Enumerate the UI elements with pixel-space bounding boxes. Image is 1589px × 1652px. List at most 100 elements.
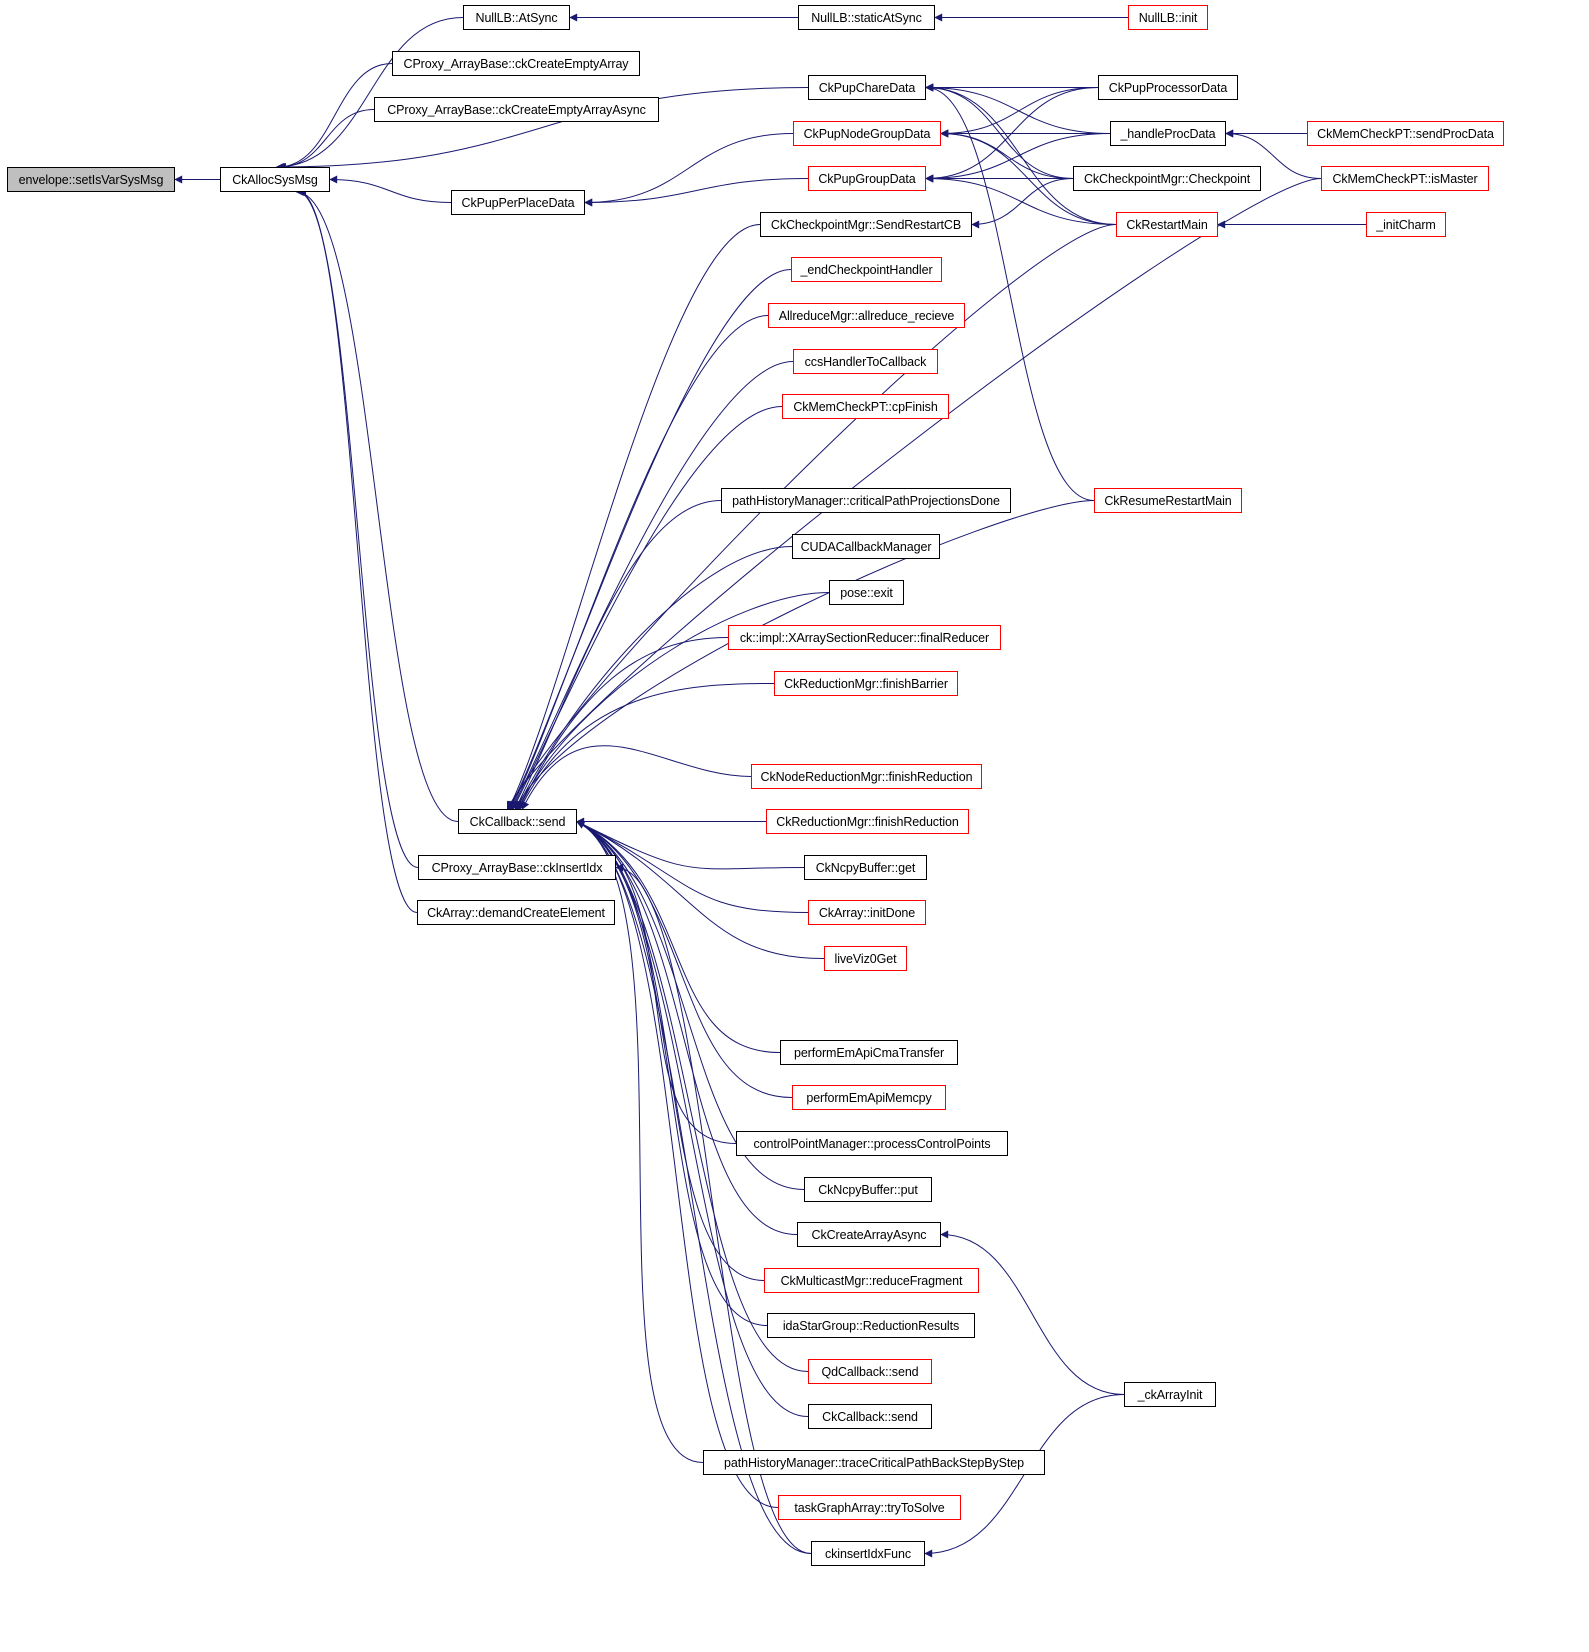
call-edge-pupnodegroup-to-pupperplace: [584, 133, 794, 207]
function-node-label: CProxy_ArrayBase::ckInsertIdx: [431, 860, 603, 875]
function-node-checkpoint[interactable]: CkCheckpointMgr::Checkpoint: [1073, 166, 1261, 191]
function-node-nodefinishred[interactable]: CkNodeReductionMgr::finishReduction: [751, 764, 982, 789]
function-node-finishbarrier[interactable]: CkReductionMgr::finishBarrier: [774, 671, 958, 696]
function-node-cproxy_empty[interactable]: CProxy_ArrayBase::ckCreateEmptyArray: [392, 51, 640, 76]
function-node-endcheckpoint[interactable]: _endCheckpointHandler: [791, 257, 942, 282]
function-node-tracecrit[interactable]: pathHistoryManager::traceCriticalPathBac…: [703, 1450, 1045, 1475]
function-node-poseexit[interactable]: pose::exit: [829, 580, 904, 605]
function-node-label: _endCheckpointHandler: [800, 262, 933, 277]
call-edge-poseexit-to-callbacksend: [517, 592, 830, 810]
function-node-pupnodegroup[interactable]: CkPupNodeGroupData: [793, 121, 941, 146]
function-node-trytosolve[interactable]: taskGraphArray::tryToSolve: [778, 1495, 961, 1520]
function-node-liveviz[interactable]: liveViz0Get: [824, 946, 907, 971]
function-node-ismaster[interactable]: CkMemCheckPT::isMaster: [1321, 166, 1489, 191]
call-edge-resumerestart-to-callbacksend: [514, 500, 1095, 810]
function-node-pupgroup[interactable]: CkPupGroupData: [808, 166, 926, 191]
function-node-label: CkArray::initDone: [818, 905, 916, 920]
call-edge-pupproc-to-pupnodegroup: [940, 87, 1099, 138]
function-node-insertidxfunc[interactable]: ckinsertIdxFunc: [811, 1541, 925, 1566]
function-node-allreduce[interactable]: AllreduceMgr::allreduce_recieve: [768, 303, 965, 328]
function-node-label: performEmApiCmaTransfer: [793, 1045, 945, 1060]
function-node-restartmain[interactable]: CkRestartMain: [1116, 212, 1218, 237]
call-edge-callbacksend2-to-callbacksend: [576, 821, 809, 1417]
function-node-nulllb_init[interactable]: NullLB::init: [1128, 5, 1208, 30]
call-edge-ismaster-to-callbacksend: [506, 178, 1322, 810]
call-edge-createasync-to-callbacksend: [576, 821, 798, 1235]
function-node-ncpyput[interactable]: CkNcpyBuffer::put: [804, 1177, 932, 1202]
function-node-arrayinit[interactable]: _ckArrayInit: [1124, 1382, 1216, 1407]
call-edge-cproxy_empty_async-to-ckalloc: [277, 109, 375, 171]
call-edge-handleproc-to-pupgroup: [925, 133, 1111, 183]
function-node-initcharm[interactable]: _initCharm: [1366, 212, 1446, 237]
call-edge-ncpyget-to-callbacksend: [576, 821, 805, 870]
call-edge-cproxy_empty-to-ckalloc: [276, 63, 393, 171]
call-edge-reducefragment-to-callbacksend: [576, 821, 765, 1281]
call-edge-endcheckpoint-to-callbacksend: [509, 269, 792, 810]
function-node-cproxy_empty_async[interactable]: CProxy_ArrayBase::ckCreateEmptyArrayAsyn…: [374, 97, 659, 122]
call-edge-insertidx-to-ckalloc: [296, 188, 419, 868]
function-node-idastar[interactable]: idaStarGroup::ReductionResults: [767, 1313, 975, 1338]
function-node-cmatransfer[interactable]: performEmApiCmaTransfer: [780, 1040, 958, 1065]
function-node-ckalloc[interactable]: CkAllocSysMsg: [220, 167, 330, 192]
function-node-pupproc[interactable]: CkPupProcessorData: [1098, 75, 1238, 100]
function-node-label: CkMulticastMgr::reduceFragment: [780, 1273, 963, 1288]
function-node-label: envelope::setIsVarSysMsg: [18, 172, 164, 187]
function-node-sendrestartcb[interactable]: CkCheckpointMgr::SendRestartCB: [760, 212, 972, 237]
function-node-label: controlPointManager::processControlPoint…: [753, 1136, 991, 1151]
function-node-cpfinish[interactable]: CkMemCheckPT::cpFinish: [782, 394, 949, 419]
function-node-critpath[interactable]: pathHistoryManager::criticalPathProjecti…: [721, 488, 1011, 513]
call-edge-memcpy-to-callbacksend: [576, 821, 793, 1098]
function-node-finishred[interactable]: CkReductionMgr::finishReduction: [766, 809, 969, 834]
call-edge-ncpyput-to-callbacksend: [576, 821, 805, 1190]
function-node-ncpyget[interactable]: CkNcpyBuffer::get: [804, 855, 927, 880]
function-node-initdone[interactable]: CkArray::initDone: [808, 900, 926, 925]
call-edge-pupperplace-to-ckalloc: [329, 175, 452, 203]
call-edge-resumerestart-to-pupchare: [925, 83, 1095, 501]
function-node-nulllb_static[interactable]: NullLB::staticAtSync: [798, 5, 935, 30]
function-node-label: CkResumeRestartMain: [1104, 493, 1232, 508]
function-node-label: CkPupNodeGroupData: [803, 126, 931, 141]
call-edge-initdone-to-callbacksend: [576, 821, 809, 913]
function-node-label: CkPupGroupData: [818, 171, 916, 186]
call-edge-finalreducer-to-callbacksend: [518, 637, 729, 810]
function-node-ccshandler[interactable]: ccsHandlerToCallback: [793, 349, 938, 374]
call-edge-cmatransfer-to-callbacksend: [576, 821, 781, 1053]
function-node-qdcallback[interactable]: QdCallback::send: [808, 1359, 932, 1384]
call-edge-checkpoint-to-sendrestartcb: [971, 178, 1074, 229]
function-node-memcpy[interactable]: performEmApiMemcpy: [792, 1085, 946, 1110]
call-edge-restartmain-to-pupchare: [925, 83, 1117, 225]
function-node-label: CkReductionMgr::finishReduction: [776, 814, 959, 829]
function-node-nulllb_atsync[interactable]: NullLB::AtSync: [463, 5, 570, 30]
function-node-label: CkNcpyBuffer::get: [815, 860, 916, 875]
function-node-resumerestart[interactable]: CkResumeRestartMain: [1094, 488, 1242, 513]
function-node-label: CkPupProcessorData: [1108, 80, 1228, 95]
function-node-handleproc[interactable]: _handleProcData: [1110, 121, 1226, 146]
function-node-label: ccsHandlerToCallback: [804, 354, 927, 369]
function-node-label: CkCallback::send: [469, 814, 566, 829]
function-node-pupperplace[interactable]: CkPupPerPlaceData: [451, 190, 585, 215]
function-node-label: CkArray::demandCreateElement: [427, 905, 605, 920]
call-edge-restartmain-to-callbacksend: [508, 224, 1117, 810]
call-edge-cpfinish-to-callbacksend: [512, 406, 783, 810]
call-edge-sendrestartcb-to-callbacksend: [508, 224, 761, 810]
function-node-callbacksend2[interactable]: CkCallback::send: [808, 1404, 932, 1429]
function-node-label: _ckArrayInit: [1137, 1387, 1203, 1402]
function-node-pupchare[interactable]: CkPupChareData: [808, 75, 926, 100]
function-node-label: pose::exit: [840, 585, 893, 600]
function-node-label: ckinsertIdxFunc: [824, 1546, 912, 1561]
function-node-label: CkCreateArrayAsync: [811, 1227, 927, 1242]
function-node-demandcreate[interactable]: CkArray::demandCreateElement: [417, 900, 615, 925]
function-node-label: CkMemCheckPT::cpFinish: [793, 399, 938, 414]
function-node-label: CProxy_ArrayBase::ckCreateEmptyArrayAsyn…: [387, 102, 646, 117]
function-node-finalreducer[interactable]: ck::impl::XArraySectionReducer::finalRed…: [728, 625, 1001, 650]
function-node-callbacksend[interactable]: CkCallback::send: [458, 809, 577, 834]
function-node-insertidx[interactable]: CProxy_ArrayBase::ckInsertIdx: [418, 855, 616, 880]
function-node-label: performEmApiMemcpy: [806, 1090, 932, 1105]
function-node-controlpoints[interactable]: controlPointManager::processControlPoint…: [736, 1131, 1008, 1156]
function-node-createasync[interactable]: CkCreateArrayAsync: [797, 1222, 941, 1247]
function-node-label: CProxy_ArrayBase::ckCreateEmptyArray: [403, 56, 629, 71]
function-node-sendprocdata[interactable]: CkMemCheckPT::sendProcData: [1307, 121, 1504, 146]
function-node-cuda[interactable]: CUDACallbackManager: [792, 534, 940, 559]
function-node-reducefragment[interactable]: CkMulticastMgr::reduceFragment: [764, 1268, 979, 1293]
